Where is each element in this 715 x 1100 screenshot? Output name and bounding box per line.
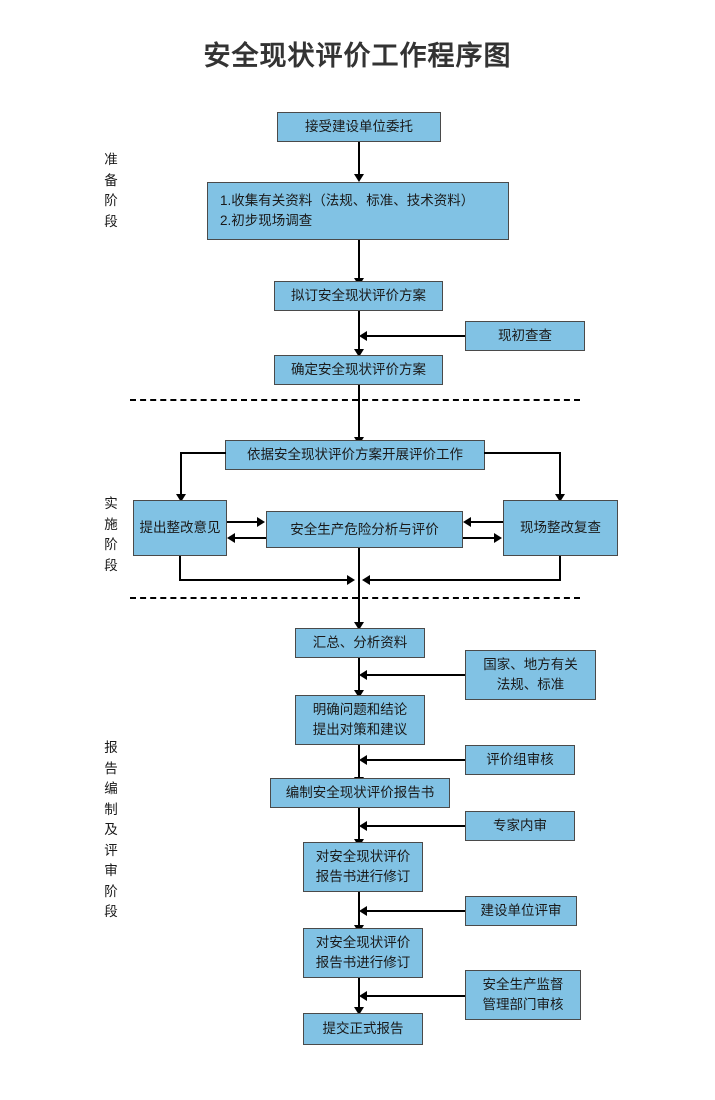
arrowhead-down [176, 494, 186, 502]
connector-reviewgroup-to-mainline [366, 759, 465, 761]
node-label: 现初查查 [498, 328, 552, 344]
node-review-group[interactable]: 评价组审核 [465, 745, 575, 775]
node-label: 专家内审 [493, 818, 547, 834]
connector-survey-to-mainline [366, 335, 465, 337]
stage-label-preparation: 准备阶段 [104, 152, 118, 229]
node-onsite-recheck[interactable]: 现场整改复查 [503, 500, 618, 556]
node-label: 接受建设单位委托 [305, 119, 413, 135]
connector-collect-to-draft [358, 240, 360, 280]
arrowhead-right [257, 517, 265, 527]
node-expert-internal-review[interactable]: 专家内审 [465, 811, 575, 841]
node-rectification-opinion[interactable]: 提出整改意见 [133, 500, 227, 556]
merge-right-horizontal [369, 579, 561, 581]
connector-opinion-to-analysis [227, 521, 259, 523]
arrowhead-down [555, 494, 565, 502]
branch-right-horizontal [484, 452, 561, 454]
branch-left-vertical [180, 452, 182, 498]
node-label: 评价组审核 [486, 752, 554, 768]
node-label: 对安全现状评价 报告书进行修订 [315, 935, 411, 970]
stage-divider-1 [130, 399, 580, 401]
stage-label-implementation: 实施阶段 [104, 496, 118, 573]
connector-confirm-to-carryout [358, 385, 360, 447]
stage-label-reporting: 报告编制及评审阶段 [104, 740, 118, 920]
node-label: 国家、地方有关 法规、标准 [483, 657, 578, 692]
node-submit-final-report[interactable]: 提交正式报告 [303, 1013, 423, 1045]
node-accept-commission[interactable]: 接受建设单位委托 [277, 112, 441, 142]
arrowhead-left [359, 821, 367, 831]
stage-divider-2 [130, 597, 580, 599]
connector-accept-to-collect [358, 142, 360, 176]
branch-left-horizontal [180, 452, 226, 454]
page-title: 安全现状评价工作程序图 [203, 41, 512, 71]
branch-right-vertical [559, 452, 561, 498]
arrowhead-left [359, 331, 367, 341]
node-label: 编制安全现状评价报告书 [285, 785, 435, 801]
node-label: 1.收集有关资料（法规、标准、技术资料） 2.初步现场调查 [220, 193, 475, 228]
node-label: 安全生产危险分析与评价 [290, 521, 439, 537]
node-compile-report[interactable]: 编制安全现状评价报告书 [270, 778, 450, 808]
merge-right-vertical [559, 556, 561, 581]
arrowhead-right [347, 575, 355, 585]
node-draft-plan[interactable]: 拟订安全现状评价方案 [274, 281, 443, 311]
node-label: 提出整改意见 [139, 520, 221, 536]
connector-ownerreview-to-mainline [366, 910, 465, 912]
node-carry-out-evaluation[interactable]: 依据安全现状评价方案开展评价工作 [225, 440, 485, 470]
arrowhead-left [359, 755, 367, 765]
node-clarify-conclusions[interactable]: 明确问题和结论 提出对策和建议 [295, 695, 425, 745]
node-revise-report-2[interactable]: 对安全现状评价 报告书进行修订 [303, 928, 423, 978]
node-revise-report-1[interactable]: 对安全现状评价 报告书进行修订 [303, 842, 423, 892]
merge-left-horizontal [179, 579, 349, 581]
node-label: 拟订安全现状评价方案 [291, 288, 426, 304]
arrowhead-left [359, 906, 367, 916]
connector-recheck-to-analysis [470, 521, 503, 523]
arrowhead-left [463, 517, 471, 527]
node-label: 确定安全现状评价方案 [291, 362, 426, 378]
connector-expert-to-mainline [366, 825, 465, 827]
node-label: 现场整改复查 [520, 520, 601, 536]
connector-supervision-to-mainline [366, 995, 465, 997]
node-label: 安全生产监督 管理部门审核 [482, 977, 564, 1012]
arrowhead-down [354, 1007, 364, 1015]
arrowhead-right [494, 533, 502, 543]
node-collect-data[interactable]: 1.收集有关资料（法规、标准、技术资料） 2.初步现场调查 [207, 182, 509, 240]
node-owner-review[interactable]: 建设单位评审 [465, 896, 577, 926]
connector-analysis-to-recheck [463, 537, 496, 539]
node-summarize-data[interactable]: 汇总、分析资料 [295, 628, 425, 658]
arrowhead-down [354, 622, 364, 630]
arrowhead-left [359, 670, 367, 680]
node-label: 明确问题和结论 提出对策和建议 [312, 702, 408, 737]
arrowhead-left [362, 575, 370, 585]
node-supervision-review[interactable]: 安全生产监督 管理部门审核 [465, 970, 581, 1020]
node-label: 依据安全现状评价方案开展评价工作 [247, 447, 463, 463]
merge-left-vertical [179, 556, 181, 581]
node-label: 建设单位评审 [480, 903, 562, 919]
arrowhead-left [359, 991, 367, 1001]
node-national-local-regs[interactable]: 国家、地方有关 法规、标准 [465, 650, 596, 700]
node-preliminary-survey[interactable]: 现初查查 [465, 321, 585, 351]
node-hazard-analysis[interactable]: 安全生产危险分析与评价 [266, 511, 463, 548]
arrowhead-down [354, 690, 364, 698]
arrowhead-left [227, 533, 235, 543]
connector-analysis-to-summarize [358, 548, 360, 628]
connector-analysis-to-opinion [234, 537, 266, 539]
connector-regs-to-mainline [366, 674, 465, 676]
arrowhead-down [354, 174, 364, 182]
arrowhead-down [354, 349, 364, 357]
node-label: 对安全现状评价 报告书进行修订 [315, 849, 411, 884]
node-confirm-plan[interactable]: 确定安全现状评价方案 [274, 355, 443, 385]
node-label: 汇总、分析资料 [312, 635, 408, 651]
node-label: 提交正式报告 [322, 1021, 404, 1037]
